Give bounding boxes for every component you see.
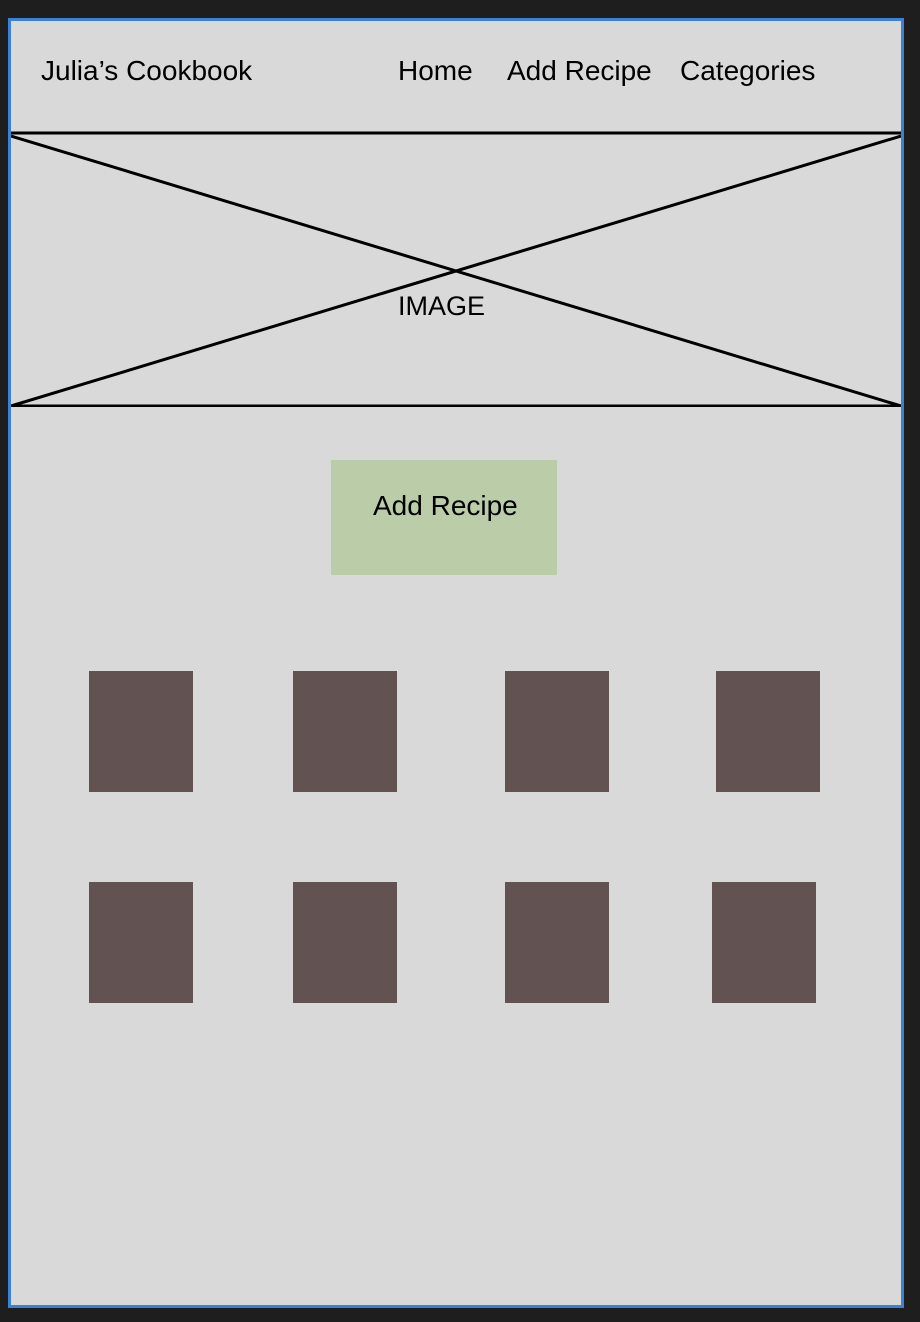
hero-image-placeholder: IMAGE (11, 131, 901, 407)
recipe-card[interactable] (712, 882, 816, 1003)
image-placeholder-cross (11, 131, 901, 407)
recipe-card[interactable] (505, 671, 609, 792)
recipe-card[interactable] (89, 882, 193, 1003)
recipe-card[interactable] (505, 882, 609, 1003)
recipe-card[interactable] (293, 882, 397, 1003)
recipe-card[interactable] (293, 671, 397, 792)
nav-link-add-recipe[interactable]: Add Recipe (507, 55, 652, 86)
nav-link-categories[interactable]: Categories (680, 55, 816, 86)
page-frame: Julia’s Cookbook Home Add Recipe Categor… (8, 18, 904, 1308)
top-navigation: Julia’s Cookbook Home Add Recipe Categor… (11, 21, 901, 131)
add-recipe-button[interactable]: Add Recipe (331, 460, 557, 575)
add-recipe-button-label: Add Recipe (373, 490, 518, 521)
nav-link-home[interactable]: Home (398, 55, 473, 86)
recipe-card[interactable] (89, 671, 193, 792)
image-placeholder-label: IMAGE (398, 291, 486, 321)
site-title[interactable]: Julia’s Cookbook (41, 55, 253, 86)
recipe-card[interactable] (716, 671, 820, 792)
